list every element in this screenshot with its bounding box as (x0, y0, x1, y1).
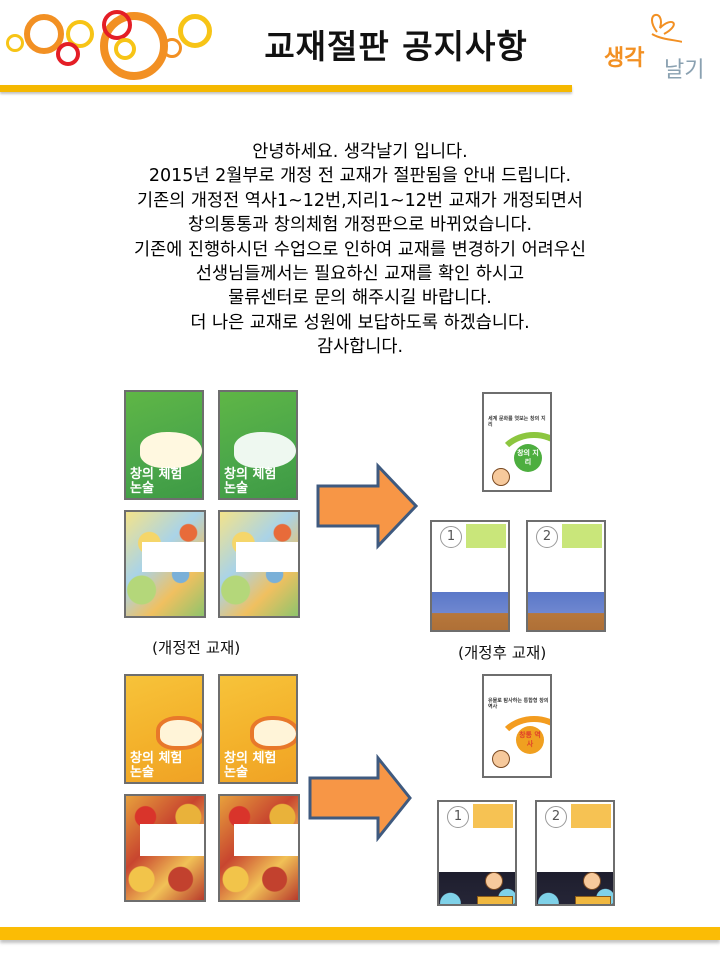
ring-icon (66, 20, 94, 48)
volume-header: 2 (528, 522, 604, 550)
volume-number: 2 (545, 806, 567, 828)
new-workbook-cover: 2 (526, 520, 606, 632)
old-workbook-cover (124, 510, 206, 618)
page-title: 교재절판 공지사항 (264, 27, 528, 66)
notice-line: 더 나은 교재로 성원에 보답하도록 하겠습니다. (190, 312, 530, 333)
cover-title-box (236, 542, 298, 572)
cover-illustration (528, 592, 604, 630)
title-underline (0, 85, 572, 92)
volume-info-panel (466, 524, 506, 548)
ring-icon (178, 14, 212, 48)
ring-icon (162, 38, 182, 58)
notice-line: 감사합니다. (316, 337, 404, 358)
footer-bar (0, 927, 720, 940)
notice-line: 선생님들께서는 필요하신 교재를 확인 하시고 (195, 264, 525, 285)
ring-icon (114, 38, 136, 60)
before-caption: (개정전 교재) (152, 639, 241, 657)
cover-badge: 창통 역사 (516, 726, 544, 754)
cover-subtitle: 유물로 탐사하는 통합형 창의 역사 (488, 698, 549, 710)
cover-illustration (234, 432, 296, 468)
old-textbook-cover: 창의 체험논술 (218, 390, 298, 500)
cover-illustration (432, 592, 508, 630)
after-caption: (개정후 교재) (458, 644, 547, 662)
ring-icon (102, 10, 132, 40)
character-illustration (492, 750, 510, 768)
cover-illustration (156, 716, 202, 750)
cover-series-title: 창의 체험논술 (224, 467, 277, 496)
cover-series-title: 창의 체험논술 (130, 467, 183, 496)
logo-text-secondary: 날기 (664, 58, 705, 83)
cover-swoosh (494, 432, 550, 490)
cover-subtitle: 세계 문화를 엿보는 창의 지리 (488, 416, 546, 428)
old-textbook-cover: 창의 체험논술 (124, 390, 204, 500)
book-prop (477, 896, 513, 904)
cover-illustration (140, 432, 202, 468)
volume-header: 1 (439, 802, 515, 830)
arrow-right-icon (308, 754, 412, 842)
notice-line: 안녕하세요. 생각날기 입니다. (252, 142, 468, 162)
old-workbook-cover (124, 794, 206, 902)
volume-number: 1 (447, 806, 469, 828)
notice-line: 물류센터로 문의 해주시길 바랍니다. (228, 288, 492, 309)
cover-illustration (250, 716, 296, 750)
cover-title-box (140, 824, 204, 856)
volume-info-panel (562, 524, 602, 548)
old-textbook-cover: 창의 체험논술 (124, 674, 204, 784)
volume-number: 2 (536, 526, 558, 548)
decorative-rings-logo (0, 0, 230, 90)
character-illustration (583, 872, 601, 890)
volume-header: 1 (432, 522, 508, 550)
new-textbook-cover: 세계 문화를 엿보는 창의 지리 창의 지리 (482, 392, 552, 492)
brand-logo: 생각 날기 (596, 10, 716, 83)
new-workbook-cover: 1 (437, 800, 517, 906)
cover-badge: 창의 지리 (514, 444, 542, 472)
cover-title-box (234, 824, 298, 856)
new-workbook-cover: 1 (430, 520, 510, 632)
notice-line: 창의통통과 창의체험 개정판으로 바뀌었습니다. (187, 215, 533, 236)
new-textbook-cover: 유물로 탐사하는 통합형 창의 역사 창통 역사 (482, 674, 552, 778)
ring-icon (24, 14, 64, 54)
ring-icon (56, 42, 80, 66)
cover-swoosh (494, 716, 550, 776)
book-prop (575, 896, 611, 904)
notice-line: 기존에 진행하시던 수업으로 인하여 교재를 변경하기 어려우신 (134, 239, 586, 260)
cover-title-box (142, 542, 204, 572)
notice-line: 2015년 2월부로 개정 전 교재가 절판됨을 안내 드립니다. (148, 166, 572, 187)
ring-icon (6, 34, 24, 52)
volume-header: 2 (537, 802, 613, 830)
volume-info-panel (473, 804, 513, 828)
old-textbook-cover: 창의 체험논술 (218, 674, 298, 784)
volume-number: 1 (440, 526, 462, 548)
volume-info-panel (571, 804, 611, 828)
old-workbook-cover (218, 510, 300, 618)
cover-illustration (439, 872, 515, 904)
old-workbook-cover (218, 794, 300, 902)
cover-series-title: 창의 체험논술 (130, 751, 183, 780)
cover-illustration (537, 872, 613, 904)
logo-text-primary: 생각 (604, 46, 645, 71)
cover-series-title: 창의 체험논술 (224, 751, 277, 780)
new-workbook-cover: 2 (535, 800, 615, 906)
notice-body: 안녕하세요. 생각날기 입니다. 2015년 2월부로 개정 전 교재가 절판됨… (60, 140, 660, 360)
character-illustration (492, 468, 510, 486)
butterfly-icon (651, 13, 682, 43)
notice-line: 기존의 개정전 역사1~12번,지리1~12번 교재가 개정되면서 (137, 190, 583, 211)
character-illustration (485, 872, 503, 890)
arrow-right-icon (316, 462, 418, 550)
